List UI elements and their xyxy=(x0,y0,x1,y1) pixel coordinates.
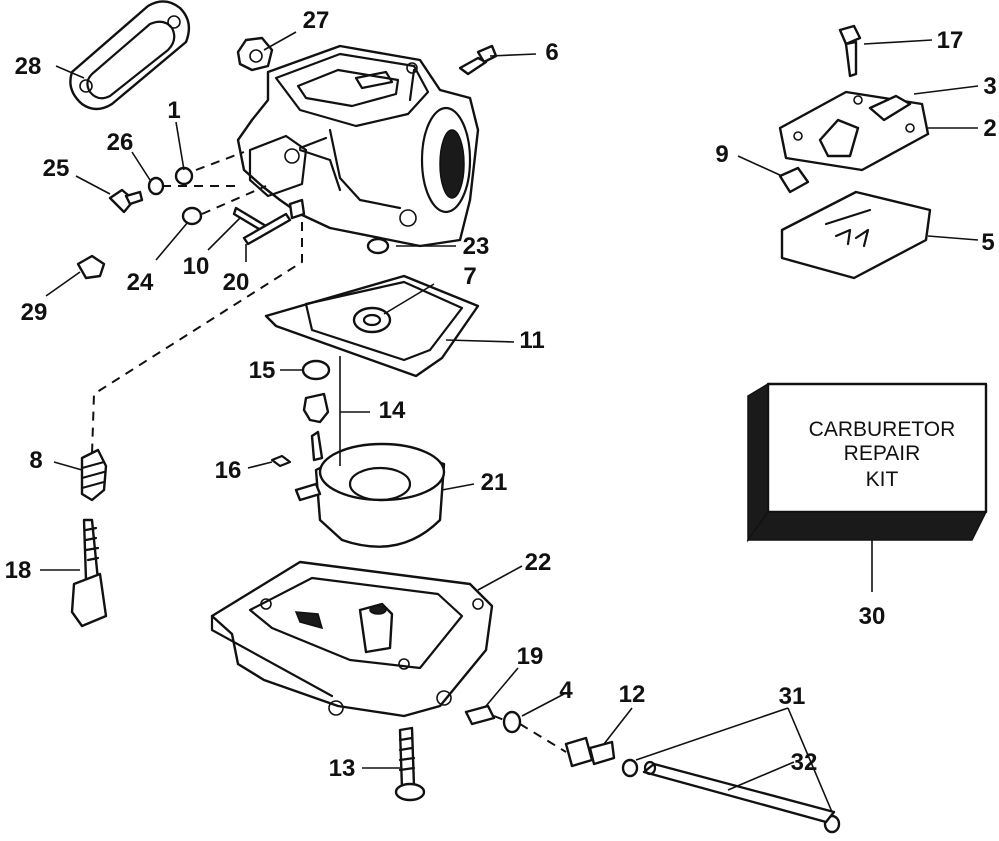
assembly-dashed-line-fitting xyxy=(493,715,567,753)
part-18-mixture-screw xyxy=(70,518,108,628)
leader-lines xyxy=(40,31,979,813)
callout-1: 1 xyxy=(167,97,180,124)
callout-2: 2 xyxy=(983,115,996,142)
callout-5: 5 xyxy=(981,229,994,256)
part-7-diaphragm xyxy=(352,306,392,334)
part-1-lock-washer xyxy=(174,166,194,186)
part-carburetor-body xyxy=(236,44,480,248)
callout-32: 32 xyxy=(791,749,818,776)
part-16-clip xyxy=(270,454,292,468)
kit-label-line3: KIT xyxy=(866,468,899,491)
part-28-flange-gasket xyxy=(69,0,191,111)
part-2-pump-cover xyxy=(778,90,930,172)
callout-29: 29 xyxy=(21,299,48,326)
callout-31: 31 xyxy=(779,683,806,710)
callout-19: 19 xyxy=(517,643,544,670)
callout-25: 25 xyxy=(43,155,70,182)
callout-11: 11 xyxy=(519,327,544,354)
part-27-nut xyxy=(236,36,274,72)
callout-3: 3 xyxy=(983,73,996,100)
part-21-float xyxy=(294,442,446,548)
callout-7: 7 xyxy=(463,263,476,290)
callout-22: 22 xyxy=(525,549,552,576)
callout-18: 18 xyxy=(5,557,32,584)
part-14-needle-seat xyxy=(302,392,330,462)
part-22-float-bowl xyxy=(210,560,494,718)
part-12-fitting xyxy=(564,736,616,768)
part-20-clip xyxy=(288,198,306,220)
part-4-o-ring xyxy=(502,710,522,734)
part-8-spring xyxy=(80,448,108,502)
callout-15: 15 xyxy=(249,357,276,384)
part-5-diaphragm-plate xyxy=(780,190,932,280)
callout-13: 13 xyxy=(329,755,356,782)
part-26-washer xyxy=(147,176,165,196)
callout-17: 17 xyxy=(937,27,964,54)
callout-12: 12 xyxy=(619,681,646,708)
callout-24: 24 xyxy=(127,269,154,296)
callout-21: 21 xyxy=(481,469,508,496)
callout-16: 16 xyxy=(215,457,242,484)
kit-label-line1: CARBURETOR xyxy=(809,418,956,441)
callout-23: 23 xyxy=(463,233,490,260)
part-17-screw xyxy=(838,24,862,78)
assembly-dashed-line-left xyxy=(91,222,303,455)
part-19-jet xyxy=(464,704,496,726)
part-6-screw xyxy=(458,44,498,76)
part-25-screw xyxy=(108,188,144,214)
assembly-dashed-lines-screws xyxy=(162,151,267,215)
part-20-shaft-pin xyxy=(242,212,292,246)
part-15-ring xyxy=(301,359,331,381)
callout-8: 8 xyxy=(29,447,42,474)
callout-20: 20 xyxy=(223,269,250,296)
callout-4: 4 xyxy=(559,677,573,704)
callout-26: 26 xyxy=(107,129,134,156)
callout-14: 14 xyxy=(379,397,406,424)
callout-30: 30 xyxy=(859,603,886,630)
part-23-o-ring xyxy=(366,237,390,255)
part-29-fitting xyxy=(76,254,106,280)
part-31-clamp-a xyxy=(621,758,639,778)
callout-27: 27 xyxy=(303,7,330,34)
callout-28: 28 xyxy=(15,53,42,80)
part-30-kit-box: CARBURETOR REPAIR KIT xyxy=(746,382,988,543)
callout-10: 10 xyxy=(183,253,210,280)
part-13-drain-screw xyxy=(394,726,426,802)
callout-9: 9 xyxy=(715,141,728,168)
kit-label-line2: REPAIR xyxy=(844,442,921,465)
part-9-fitting xyxy=(778,166,810,194)
callout-6: 6 xyxy=(545,39,558,66)
part-32-hose xyxy=(642,760,836,824)
part-24-washer xyxy=(181,206,203,226)
